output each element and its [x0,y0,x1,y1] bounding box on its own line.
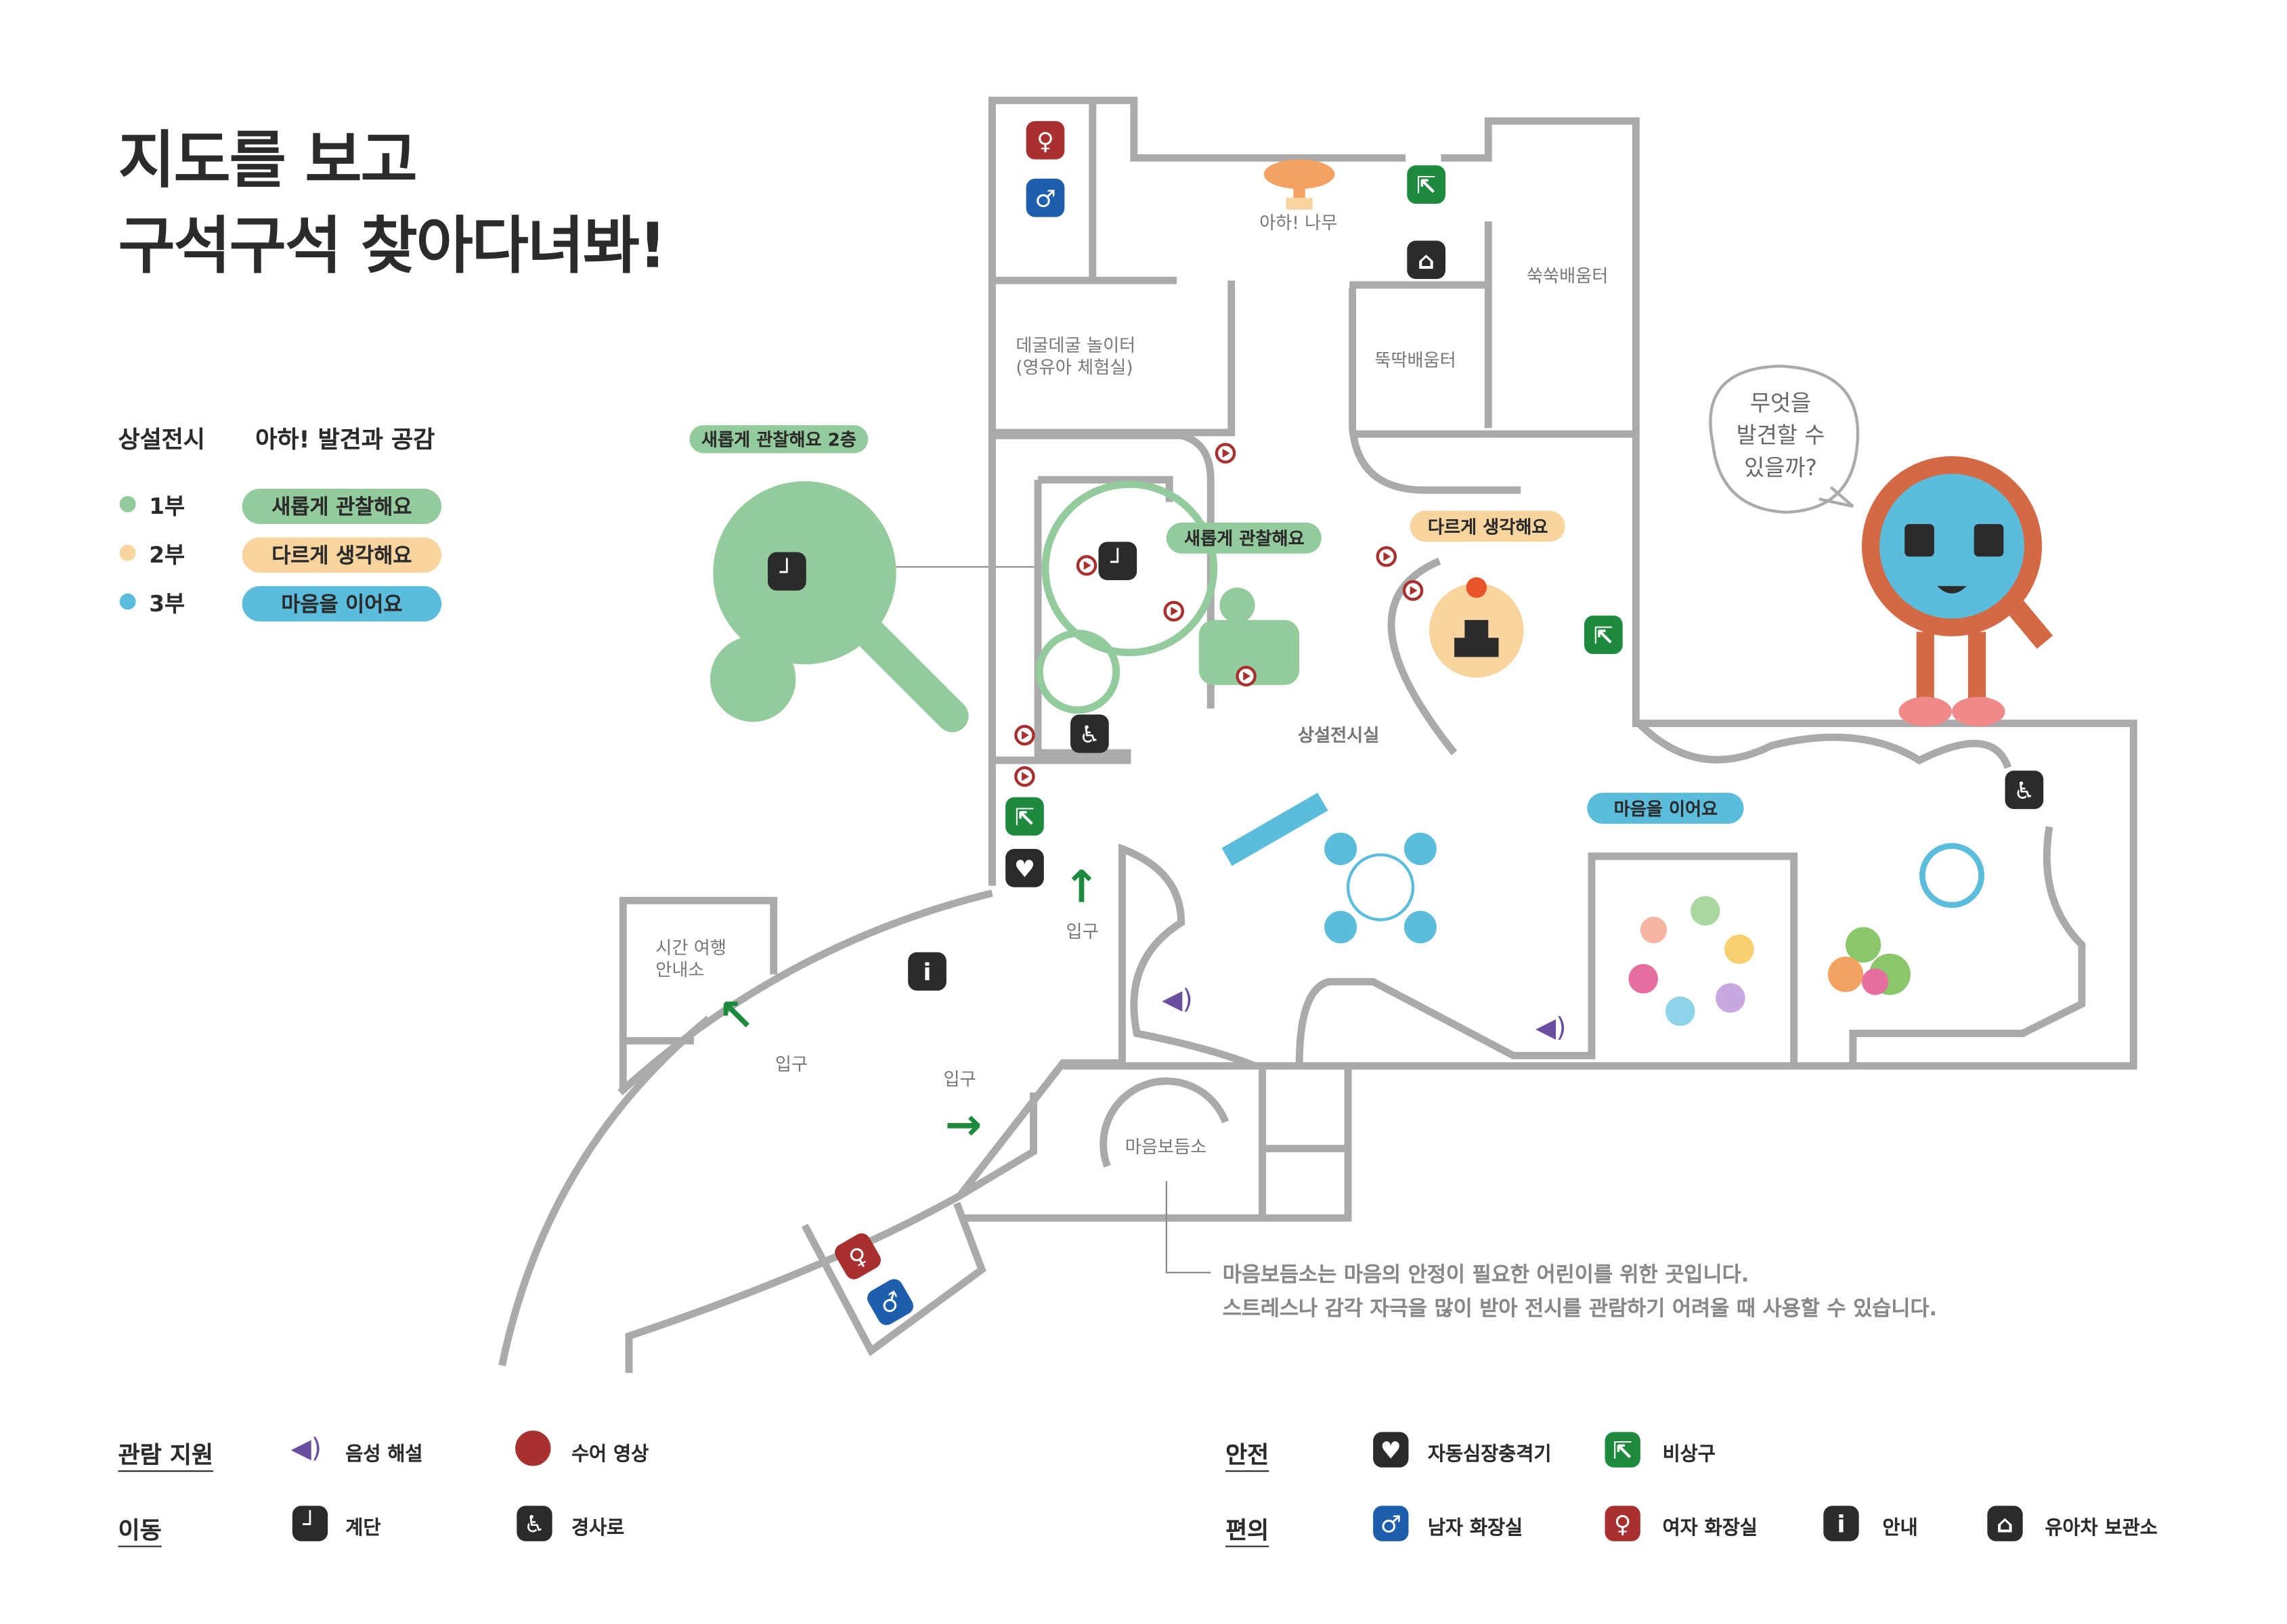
play-icon[interactable] [1076,554,1097,576]
legend-move-title: 이동 [118,1516,162,1545]
entrance-label-1: 입구 [1066,921,1099,942]
part-1-num: 1부 [149,493,186,520]
tree-icon [1263,159,1335,210]
part-3-pill: 마음을 이어요 [242,586,442,622]
stroller-icon[interactable]: ⌂ [1407,240,1446,280]
part-3-num: 3부 [149,590,186,617]
legend-info: 안내 [1882,1517,1918,1540]
legend-ramp: 경사로 [571,1517,625,1540]
entrance-arrow-icon: ↖ [717,990,755,1043]
female-restroom-icon[interactable]: ♀ [1026,120,1065,160]
legend-stairs: 계단 [345,1517,381,1540]
wheelchair-icon: ♿ [517,1506,552,1541]
speaker-icon[interactable]: ◀) [1162,984,1193,1016]
zone-connect: 마음을 이어요 [1587,793,1745,824]
wheelchair-icon[interactable]: ♿ [1070,714,1109,753]
mascot [1861,456,2053,726]
info-icon: i [1823,1506,1859,1541]
aed-icon[interactable]: ♥ [1005,848,1044,887]
play-icon[interactable] [1236,665,1257,687]
legend-safety-title: 안전 [1225,1441,1269,1469]
legend-stroller: 유아차 보관소 [2045,1517,2158,1540]
entrance-arrow-icon: → [944,1099,982,1152]
room-comfort[interactable]: 마음보듬소 [1125,1137,1207,1158]
female-restroom-icon: ♀ [1605,1506,1640,1541]
male-restroom-icon[interactable]: ♂ [1026,178,1065,217]
part-3-dot [119,593,136,610]
part-1-dot [119,496,136,512]
legend-aed: 자동심장충격기 [1427,1443,1552,1466]
aed-icon: ♥ [1373,1432,1409,1468]
stairs-icon: ┘ [292,1506,328,1541]
exhibit-heading: 상설전시 [118,425,205,454]
play-icon [515,1430,551,1466]
speaker-icon: ◀) [290,1433,322,1465]
tree-label: 아하! 나무 [1259,213,1338,234]
male-restroom-icon: ♂ [1373,1506,1409,1541]
room-degul[interactable]: 데굴데굴 놀이터(영유아 체험실) [1016,335,1136,378]
part-2-pill: 다르게 생각해요 [242,537,442,573]
legend-exit: 비상구 [1662,1443,1716,1466]
play-icon[interactable] [1014,766,1035,787]
comfort-room-note: 마음보듬소는 마음의 안정이 필요한 어린이를 위한 곳입니다.스트레스나 감각… [1222,1263,1938,1321]
floor2-label: 새롭게 관찰해요 2층 [689,425,869,454]
entrance-label-2: 입구 [775,1054,808,1075]
zone-observe: 새롭게 관찰해요 [1166,523,1322,554]
exit-icon[interactable]: ⇱ [1584,615,1623,655]
zone-think: 다르게 생각해요 [1410,510,1566,542]
part-2-dot [119,544,136,561]
play-icon[interactable] [1215,443,1236,464]
floor2-magnifier [710,481,969,732]
part-1-pill: 새롭게 관찰해요 [242,488,442,525]
play-icon[interactable] [1014,724,1035,746]
part-2-num: 2부 [149,542,186,569]
observe-sculpture [1198,587,1300,685]
entrance-arrow-icon: ↑ [1063,862,1101,914]
stairs-icon[interactable]: ┘ [768,552,806,591]
observe-zone-outline [1035,480,1218,714]
main-hall-label: 상설전시실 [1297,724,1380,746]
exit-icon[interactable]: ⇱ [1407,165,1446,204]
walls [498,96,2137,1374]
speaker-icon[interactable]: ◀) [1535,1013,1567,1044]
room-ttukttak[interactable]: 뚝딱배움터 [1374,349,1456,371]
exhibit-subtitle: 아하! 발견과 공감 [255,425,435,454]
play-icon[interactable] [1376,546,1397,567]
entrance-label-3: 입구 [943,1068,976,1090]
stairs-icon[interactable]: ┘ [1098,542,1137,581]
legend-female-restroom: 여자 화장실 [1662,1517,1758,1540]
legend-male-restroom: 남자 화장실 [1427,1517,1523,1540]
room-ssukssuk[interactable]: 쑥쑥배움터 [1526,265,1609,287]
wheelchair-icon[interactable]: ♿ [2005,770,2044,810]
exit-icon: ⇱ [1605,1432,1640,1468]
play-icon[interactable] [1402,580,1424,601]
think-exhibit [1429,577,1524,678]
legend-convenience-title: 편의 [1225,1516,1269,1545]
stroller-icon: ⌂ [1987,1506,2023,1541]
exit-icon[interactable]: ⇱ [1005,797,1044,836]
info-icon[interactable]: i [908,952,946,991]
connect-exhibits [1221,792,1984,1026]
speech-bubble [1709,364,1860,514]
legend-sign-video: 수어 영상 [571,1443,649,1466]
legend-support-title: 관람 지원 [118,1441,214,1469]
legend-audio-guide: 음성 해설 [345,1443,423,1466]
play-icon[interactable] [1163,600,1185,622]
